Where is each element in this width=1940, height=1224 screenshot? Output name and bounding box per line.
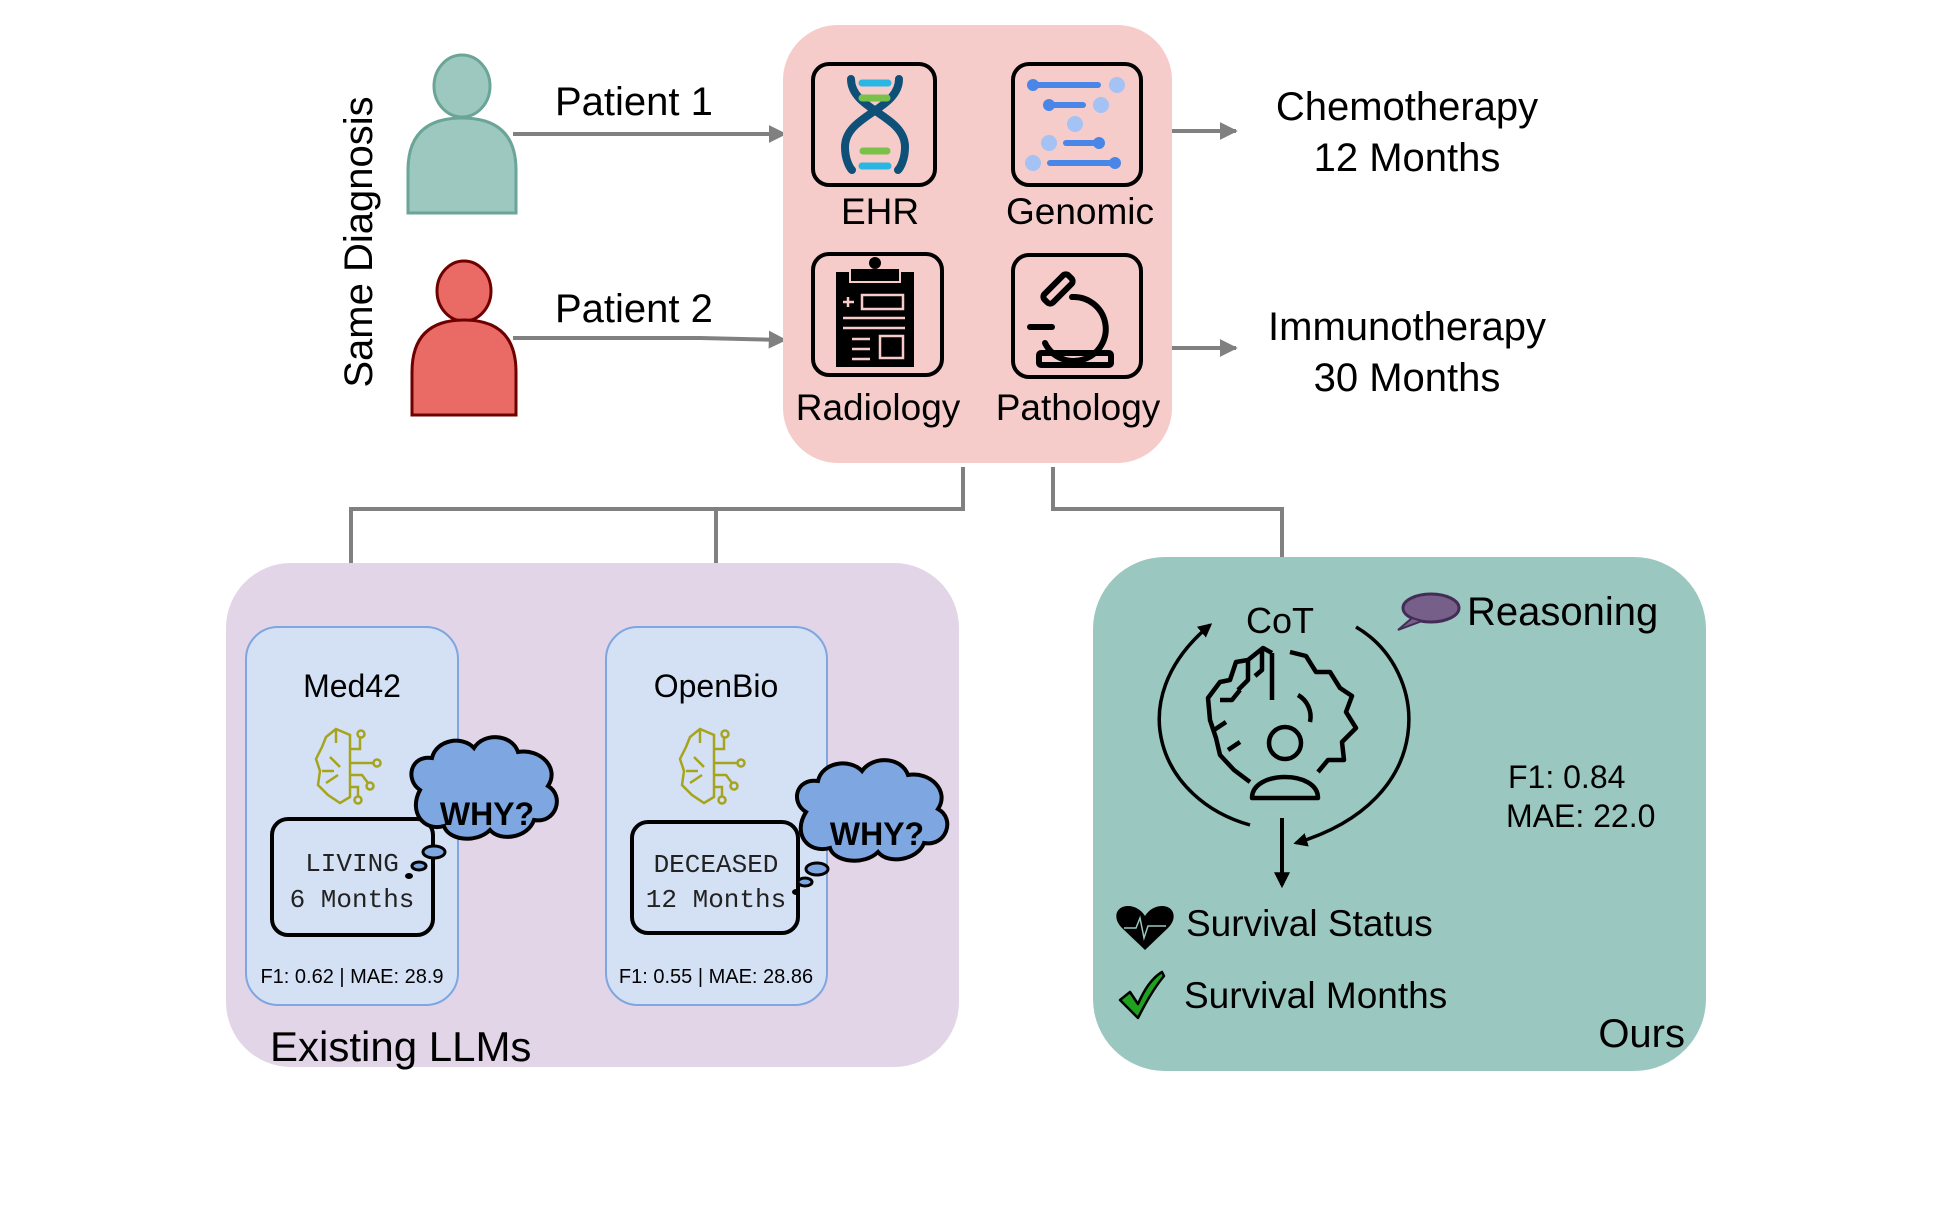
med42-prediction-box	[270, 817, 435, 937]
med42-metrics: F1: 0.62 | MAE: 28.9	[260, 966, 443, 988]
cot-cycle-arrow-left	[1157, 623, 1251, 827]
med42-prediction-months: 6 Months	[290, 885, 415, 915]
pathology-icon-frame	[1011, 253, 1143, 379]
ours-title: Ours	[1598, 1012, 1685, 1056]
ours-panel	[1093, 557, 1706, 1071]
pathology-label: Pathology	[996, 387, 1161, 428]
openbio-name: OpenBio	[654, 668, 779, 704]
brain-gear-person-icon	[1205, 645, 1359, 801]
dna-icon	[840, 75, 910, 174]
genomic-icon-frame	[1011, 62, 1143, 187]
outcome-1-duration: 12 Months	[1314, 136, 1501, 180]
med42-prediction-status: LIVING	[305, 849, 399, 879]
patient-1-label: Patient 1	[555, 80, 713, 124]
ai-brain-icon	[314, 727, 382, 805]
heartbeat-icon	[1116, 906, 1174, 950]
cot-label: CoT	[1246, 600, 1314, 641]
outcome-2-treatment: Immunotherapy	[1268, 305, 1546, 349]
radiology-label: Radiology	[796, 387, 961, 428]
patient-1-head	[432, 53, 492, 119]
connector-to-ours	[1051, 467, 1291, 594]
ehr-icon-frame	[811, 62, 937, 187]
genomic-sequence-icon	[1025, 77, 1125, 171]
ehr-modality: EHR	[811, 62, 937, 232]
microscope-icon	[1027, 271, 1114, 368]
med42-name: Med42	[303, 668, 401, 704]
patient-2-body	[410, 318, 518, 417]
survival-months-label: Survival Months	[1184, 975, 1447, 1016]
patient-1-body	[406, 116, 518, 215]
cot-cycle-arrow-right	[1293, 625, 1411, 847]
ai-brain-icon	[678, 727, 746, 805]
med42-why-cloud: WHY?	[405, 735, 559, 879]
patient-2-head	[435, 259, 493, 323]
pathology-modality: Pathology	[996, 253, 1161, 428]
ehr-label: EHR	[841, 191, 919, 232]
patient-2-arrow	[513, 330, 787, 349]
patient-2-figure	[410, 259, 518, 417]
genomic-label: Genomic	[1006, 191, 1154, 232]
survival-status-label: Survival Status	[1186, 903, 1433, 944]
ours-f1: F1: 0.84	[1508, 759, 1625, 795]
existing-llms-title: Existing LLMs	[270, 1023, 531, 1070]
patient-2-label: Patient 2	[555, 287, 713, 331]
checkmark-icon	[1118, 970, 1166, 1020]
med42-card: Med42 LIVING 6 Months F1: 0.62 | MAE: 28…	[245, 626, 459, 1006]
outcome-2-duration: 30 Months	[1314, 356, 1501, 400]
genomic-modality: Genomic	[1006, 62, 1154, 232]
radiology-modality: Radiology	[796, 252, 961, 428]
speech-bubble-icon	[1397, 592, 1461, 631]
same-diagnosis-label: Same Diagnosis	[337, 96, 381, 387]
reasoning-label: Reasoning	[1467, 590, 1658, 634]
openbio-prediction-months: 12 Months	[646, 885, 786, 915]
openbio-prediction-box	[630, 820, 800, 935]
patient-1-figure	[406, 53, 518, 215]
outcome-1-treatment: Chemotherapy	[1276, 85, 1538, 129]
openbio-prediction-status: DECEASED	[654, 850, 779, 880]
openbio-why-text: WHY?	[830, 816, 924, 852]
ours-mae: MAE: 22.0	[1506, 798, 1655, 834]
med42-why-text: WHY?	[440, 796, 534, 832]
radiology-icon-frame	[811, 252, 944, 377]
openbio-card: OpenBio DECEASED 12 Months F1: 0.55 | MA…	[605, 626, 828, 1006]
openbio-why-cloud: WHY?	[792, 758, 950, 895]
clipboard-report-icon	[836, 257, 914, 367]
openbio-metrics: F1: 0.55 | MAE: 28.86	[619, 966, 813, 988]
